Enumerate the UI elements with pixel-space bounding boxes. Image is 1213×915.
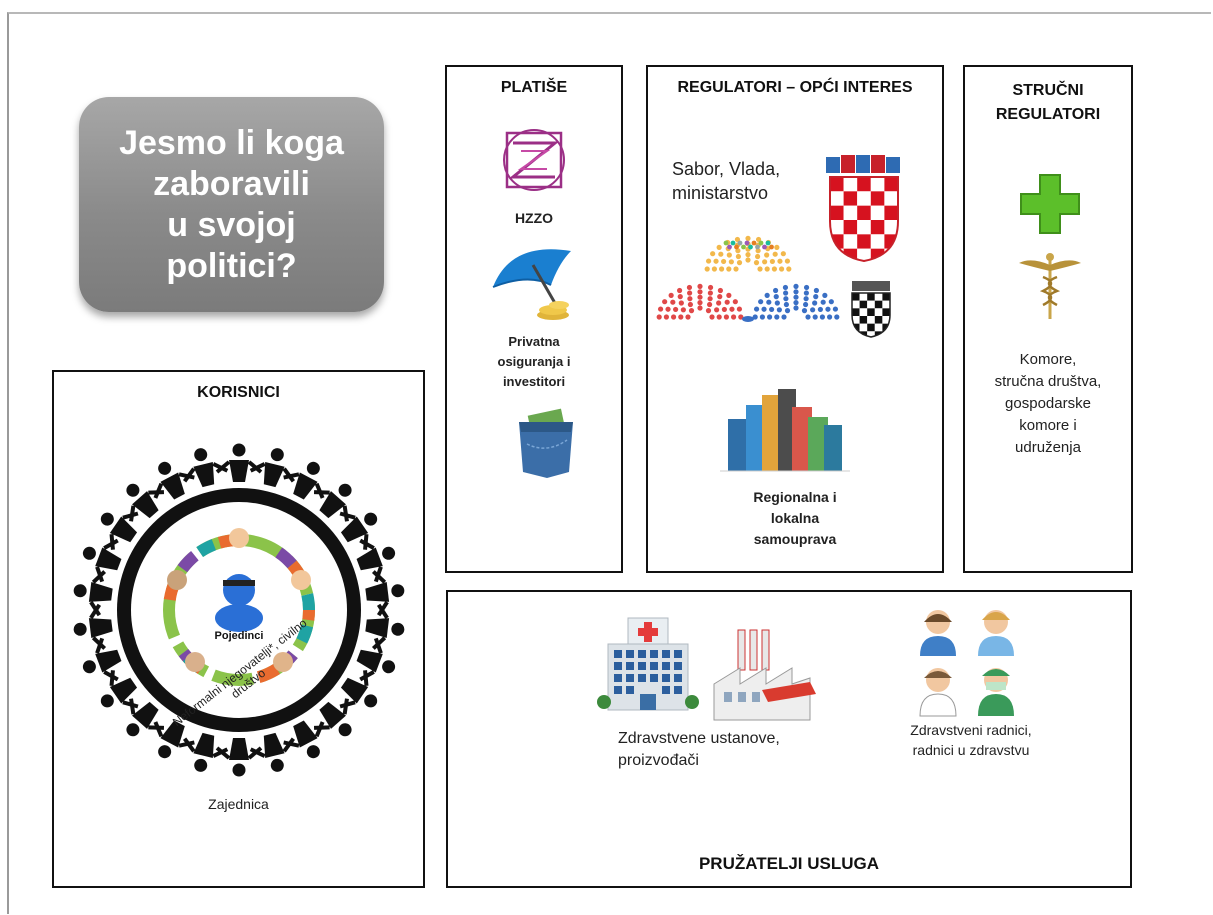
- green-cross-icon: [1020, 174, 1080, 234]
- platise-box: PLATIŠE HZZO Privatna osiguranja i inves…: [445, 65, 623, 573]
- community-label: Zajednica: [208, 796, 269, 812]
- platise-title: PLATIŠE: [500, 79, 568, 96]
- local-government-label: Regionalna i lokalna samouprava: [753, 489, 837, 547]
- caregiver-faces: [167, 528, 311, 672]
- government-label: Sabor, Vlada, ministarstvo: [672, 159, 781, 203]
- question-bubble: Jesmo li koga zaboravili u svojoj politi…: [79, 97, 384, 312]
- individuals-label: Pojedinci: [214, 630, 264, 642]
- community-ring-illustration: [73, 443, 405, 777]
- croatia-coat-of-arms-icon: [826, 155, 900, 263]
- health-workers-icon: [919, 610, 1014, 717]
- private-insurance-label: Privatna osiguranja i investitori: [497, 334, 571, 389]
- hospital-icon: [597, 617, 699, 711]
- factory-icon: [713, 629, 816, 721]
- page-frame: [7, 12, 1211, 914]
- korisnici-box: KORISNICI Pojedinci Neformalni njegovate…: [52, 370, 425, 888]
- chambers-label: Komore, stručna društva, gospodarske kom…: [994, 351, 1102, 456]
- hzzo-logo-icon: [503, 129, 565, 191]
- wallet-pocket-icon: [519, 408, 573, 478]
- parliament-seats-icon: [656, 235, 840, 322]
- individual-head: [223, 574, 255, 606]
- hzzo-label: HZZO: [514, 210, 554, 226]
- regulatori-opci-box: REGULATORI – OPĆI INTERES Sabor, Vlada, …: [646, 65, 944, 573]
- umbrella-icon: [492, 249, 571, 320]
- pruzatelji-box: Zdravstvene ustanove, proizvođači Zdravs…: [446, 590, 1132, 888]
- caduceus-icon: [1019, 253, 1081, 319]
- regulatori-opci-title: REGULATORI – OPĆI INTERES: [677, 79, 913, 96]
- institutions-label: Zdravstvene ustanove, proizvođači: [618, 730, 780, 769]
- small-coat-of-arms-icon: [851, 281, 891, 338]
- strucni-title: STRUČNI REGULATORI: [995, 82, 1101, 123]
- workers-label: Zdravstveni radnici, radnici u zdravstvu: [910, 722, 1032, 758]
- city-buildings-icon: [720, 389, 850, 472]
- pruzatelji-title: PRUŽATELJI USLUGA: [698, 854, 880, 873]
- strucni-regulatori-box: STRUČNI REGULATORI Komore, stručna društ…: [963, 65, 1133, 573]
- korisnici-title: KORISNICI: [197, 384, 280, 401]
